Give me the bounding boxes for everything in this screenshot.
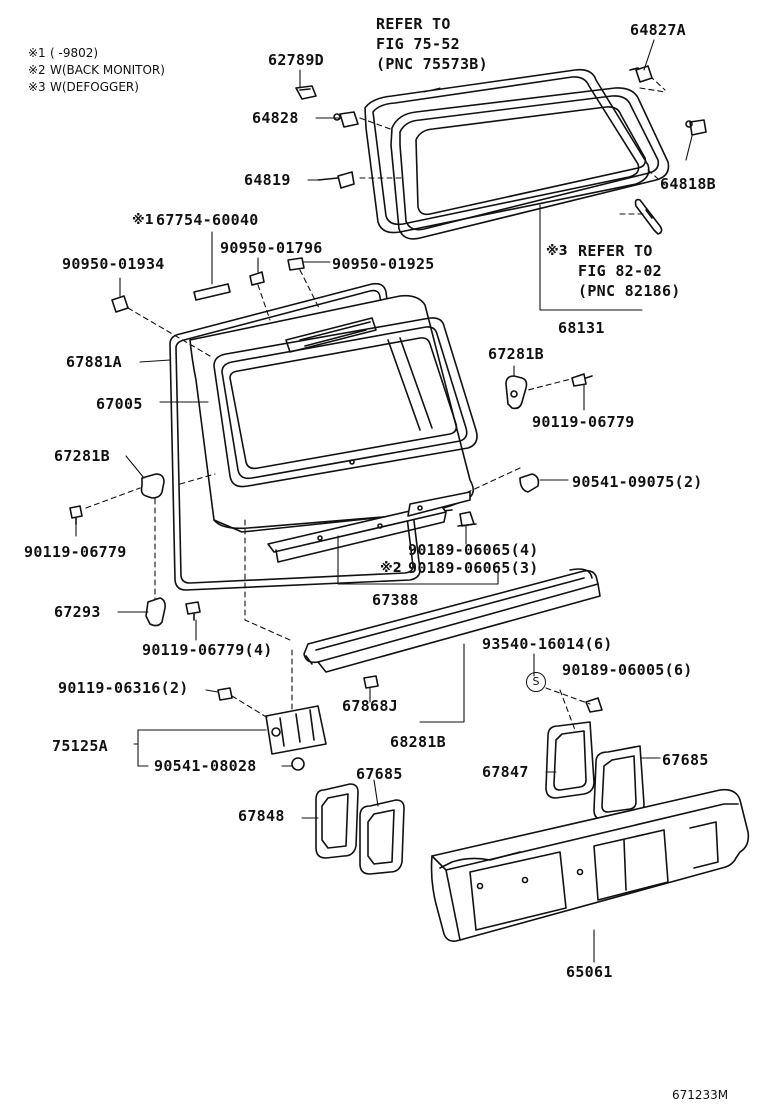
stop-lamp-cover: [193, 283, 231, 301]
back-door-panel: [189, 294, 478, 533]
part-90950-01796[interactable]: 90950-01796: [220, 239, 323, 257]
note-1-text: ( -9802): [50, 46, 99, 60]
refer-right-line1: REFER TO: [578, 242, 653, 260]
bolt-90119-06316: [217, 687, 233, 701]
part-90189-06065-a[interactable]: 90189-06065(4): [408, 541, 539, 559]
note-2-symbol: ※2: [28, 63, 46, 77]
part-67848[interactable]: 67848: [238, 807, 285, 825]
part-68281B[interactable]: 68281B: [390, 733, 446, 751]
clip-67868J: [363, 675, 379, 689]
part-62789D[interactable]: 62789D: [268, 51, 324, 69]
bracket-75125A: [265, 705, 327, 755]
refer-right-line3: (PNC 82186): [578, 282, 681, 300]
part-90189-06065-b[interactable]: 90189-06065(3): [408, 559, 539, 577]
bolt-90189-06065: [457, 511, 477, 527]
stopper-67281B-left: [140, 473, 165, 499]
part-93540-16014[interactable]: 93540-16014(6): [482, 635, 613, 653]
part-90541-09075[interactable]: 90541-09075(2): [572, 473, 703, 491]
note-3-text: W(DEFOGGER): [50, 80, 139, 94]
part-90950-01934[interactable]: 90950-01934: [62, 255, 165, 273]
bolt-90119-06779-right: [571, 373, 593, 387]
clip-62789D: [295, 85, 317, 100]
part-67754-60040[interactable]: 67754-60040: [156, 211, 259, 229]
part-67685-left[interactable]: 67685: [356, 765, 403, 783]
part-67281B-right[interactable]: 67281B: [488, 345, 544, 363]
clip-64828: [333, 111, 359, 128]
back-window-glass: [364, 68, 670, 240]
part-90119-06779-left[interactable]: 90119-06779: [24, 543, 127, 561]
hinge-67388: [267, 491, 471, 563]
bolt-90119-06779-left: [69, 505, 83, 525]
refer-right-line2: FIG 82-02: [578, 262, 662, 280]
stopper-67281B-right: [505, 375, 528, 410]
back-door-weatherstrip: [169, 282, 421, 591]
part-90541-08028[interactable]: 90541-08028: [154, 757, 257, 775]
clip-90950-01796: [249, 271, 265, 286]
part-67685-right[interactable]: 67685: [662, 751, 709, 769]
lower-reinforcement: [303, 568, 601, 673]
garnish-65061: [430, 788, 750, 942]
part-67847[interactable]: 67847: [482, 763, 529, 781]
part-67868J[interactable]: 67868J: [342, 697, 398, 715]
part-90189-06005[interactable]: 90189-06005(6): [562, 661, 693, 679]
note-1-symbol: ※1: [28, 46, 46, 60]
clip-90950-01934: [111, 295, 129, 313]
diagram-code: 671233M: [672, 1088, 729, 1102]
part-90119-06316[interactable]: 90119-06316(2): [58, 679, 189, 697]
clip-64819: [317, 171, 355, 189]
part-67281B-left[interactable]: 67281B: [54, 447, 110, 465]
part-67005[interactable]: 67005: [96, 395, 143, 413]
part-67388[interactable]: 67388: [372, 591, 419, 609]
refer-top-line3: (PNC 75573B): [376, 55, 488, 73]
s-symbol: S: [526, 672, 546, 692]
defogger-connector: [634, 198, 663, 235]
note-2-text: W(BACK MONITOR): [50, 63, 165, 77]
seal-67848: [315, 783, 359, 859]
stopper-67293: [145, 597, 166, 627]
part-64827A[interactable]: 64827A: [630, 21, 686, 39]
part-75125A[interactable]: 75125A: [52, 737, 108, 755]
bolt-90541-08028: [291, 757, 305, 771]
clip-64818B: [685, 119, 707, 136]
part-90189-06065-b-symbol: ※2: [380, 561, 402, 576]
clip-90950-01925: [287, 257, 305, 271]
seal-67847: [545, 721, 595, 799]
part-90119-06779-4[interactable]: 90119-06779(4): [142, 641, 273, 659]
refer-right-symbol: ※3: [546, 244, 568, 259]
part-67881A[interactable]: 67881A: [66, 353, 122, 371]
part-64818B[interactable]: 64818B: [660, 175, 716, 193]
part-67293[interactable]: 67293: [54, 603, 101, 621]
part-64819[interactable]: 64819: [244, 171, 291, 189]
note-3-symbol: ※3: [28, 80, 46, 94]
part-65061[interactable]: 65061: [566, 963, 613, 981]
part-67754-symbol: ※1: [132, 213, 154, 228]
part-90119-06779-right[interactable]: 90119-06779: [532, 413, 635, 431]
part-90950-01925[interactable]: 90950-01925: [332, 255, 435, 273]
bolt-90119-06779-4: [185, 601, 201, 621]
bolt-90541-09075: [519, 473, 540, 493]
part-68131[interactable]: 68131: [558, 319, 605, 337]
part-64828[interactable]: 64828: [252, 109, 299, 127]
refer-top-line2: FIG 75-52: [376, 35, 460, 53]
refer-top-line1: REFER TO: [376, 15, 451, 33]
clip-90189-06005: [585, 697, 603, 713]
seal-67685-left: [359, 799, 405, 875]
clip-64827A: [629, 65, 653, 83]
